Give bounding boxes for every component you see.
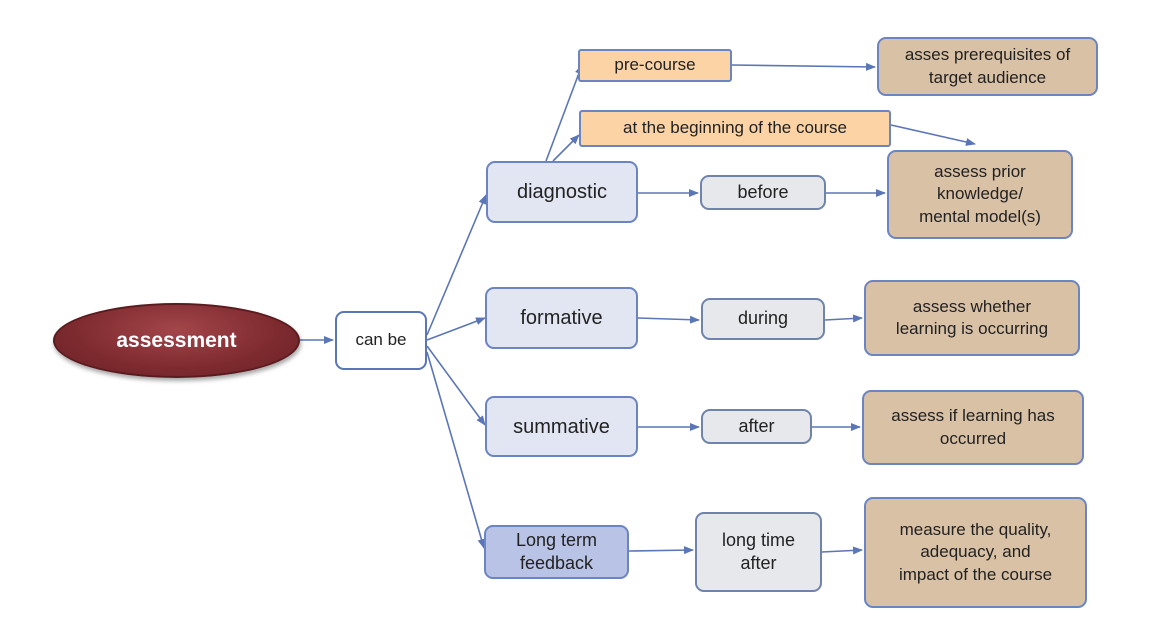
arrow-canbe-summative [426,345,486,426]
node-after: after [701,409,812,444]
node-beginning-of-course: at the beginning of the course [579,110,891,147]
node-during: during [701,298,825,340]
node-summative: summative [485,396,638,457]
arrow-longtime-measure [821,546,863,555]
node-before: before [700,175,826,210]
arrow-precourse-asses [731,62,876,71]
node-asses-prerequisites: asses prerequisites of target audience [877,37,1098,96]
node-assess-whether-learning: assess whether learning is occurring [864,280,1080,356]
arrow-during-assesswhether [824,314,863,323]
arrow-diagnostic-precourse [545,64,583,162]
arrow-canbe-formative [426,317,486,341]
node-long-term-feedback: Long term feedback [484,525,629,579]
node-assess-if-learning: assess if learning has occurred [862,390,1084,465]
node-long-time-after: long time after [695,512,822,592]
arrow-diagnostic-beginning [552,134,580,162]
node-assessment: assessment [53,303,300,378]
node-formative: formative [485,287,638,349]
node-assess-prior-knowledge: assess prior knowledge/ mental model(s) [887,150,1073,239]
node-measure-quality: measure the quality, adequacy, and impac… [864,497,1087,608]
arrow-beginning-assess [890,124,976,146]
arrow-canbe-longterm [426,351,486,549]
arrow-formative-during [637,315,700,324]
node-pre-course: pre-course [578,49,732,82]
node-diagnostic: diagnostic [486,161,638,223]
arrow-longterm-longtime [628,546,694,555]
node-can-be: can be [335,311,427,370]
arrow-canbe-diagnostic [426,194,487,336]
